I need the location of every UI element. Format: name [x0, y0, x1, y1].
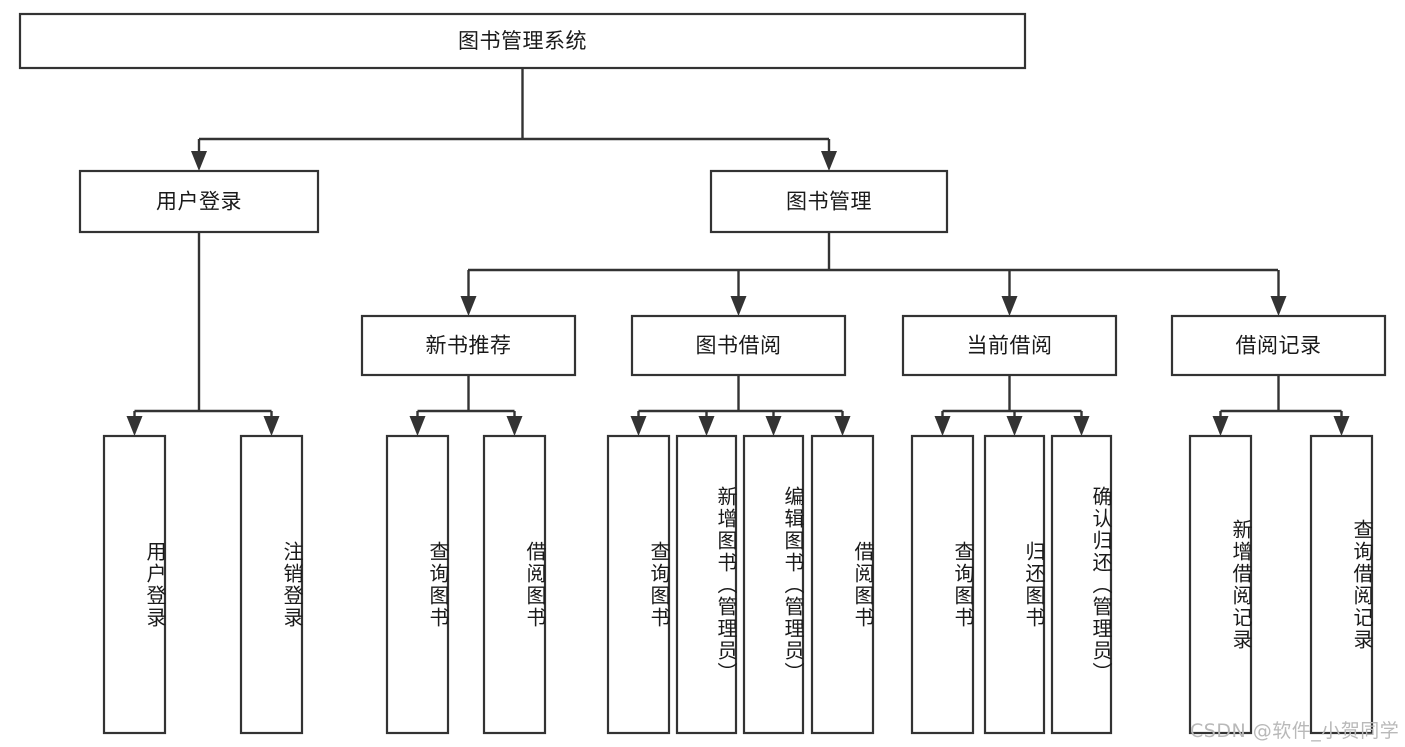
box-layer	[18, 12, 1387, 735]
arrow-head-icon	[506, 416, 523, 436]
node-root-library-system[interactable]	[18, 12, 1027, 70]
node-book-management[interactable]	[709, 169, 949, 234]
node-borrow-record-label: 借阅记录	[1236, 334, 1322, 358]
node-user-login-label: 用户登录	[156, 190, 242, 214]
arrow-head-icon	[191, 151, 207, 171]
arrow-head-icon	[821, 151, 837, 171]
leaf-edit-book-admin[interactable]	[742, 434, 805, 735]
arrow-head-icon	[698, 416, 715, 436]
csdn-watermark: CSDN @软件_小贺同学	[1190, 720, 1400, 742]
arrow-head-icon	[730, 296, 747, 316]
arrow-head-icon	[934, 416, 951, 436]
leaf-add-borrow-record[interactable]	[1188, 434, 1253, 735]
leaf-query-books-current[interactable]	[910, 434, 975, 735]
leaf-user-login[interactable]	[102, 434, 167, 735]
arrow-head-icon	[1212, 416, 1229, 436]
node-current-borrow-label: 当前借阅	[967, 334, 1053, 358]
leaf-query-books-borrow[interactable]	[606, 434, 671, 735]
node-root-library-system-label: 图书管理系统	[458, 29, 587, 53]
connector-layer	[126, 68, 1350, 436]
arrow-head-icon	[1333, 416, 1350, 436]
arrow-head-icon	[263, 416, 280, 436]
node-new-book-recommend-label: 新书推荐	[426, 334, 512, 358]
leaf-borrow-books-borrow[interactable]	[810, 434, 875, 735]
leaf-user-logout[interactable]	[239, 434, 304, 735]
arrow-head-icon	[1001, 296, 1018, 316]
node-user-login[interactable]	[78, 169, 320, 234]
node-new-book-recommend[interactable]	[360, 314, 577, 377]
arrow-head-icon	[630, 416, 647, 436]
leaf-add-book-admin[interactable]	[675, 434, 738, 735]
node-book-borrow-label: 图书借阅	[696, 334, 782, 358]
arrow-head-icon	[834, 416, 851, 436]
leaf-confirm-return-admin[interactable]	[1050, 434, 1113, 735]
arrow-head-icon	[765, 416, 782, 436]
leaf-query-books-recommend[interactable]	[385, 434, 450, 735]
arrow-head-icon	[1006, 416, 1023, 436]
leaf-return-book[interactable]	[983, 434, 1046, 735]
node-book-management-label: 图书管理	[786, 190, 872, 214]
arrow-head-icon	[460, 296, 477, 316]
arrow-head-icon	[409, 416, 426, 436]
arrow-head-icon	[1073, 416, 1090, 436]
node-current-borrow[interactable]	[901, 314, 1118, 377]
leaf-borrow-books-recommend[interactable]	[482, 434, 547, 735]
leaf-query-borrow-record[interactable]	[1309, 434, 1374, 735]
arrow-head-icon	[1270, 296, 1287, 316]
node-book-borrow[interactable]	[630, 314, 847, 377]
node-borrow-record[interactable]	[1170, 314, 1387, 377]
arrow-head-icon	[126, 416, 143, 436]
